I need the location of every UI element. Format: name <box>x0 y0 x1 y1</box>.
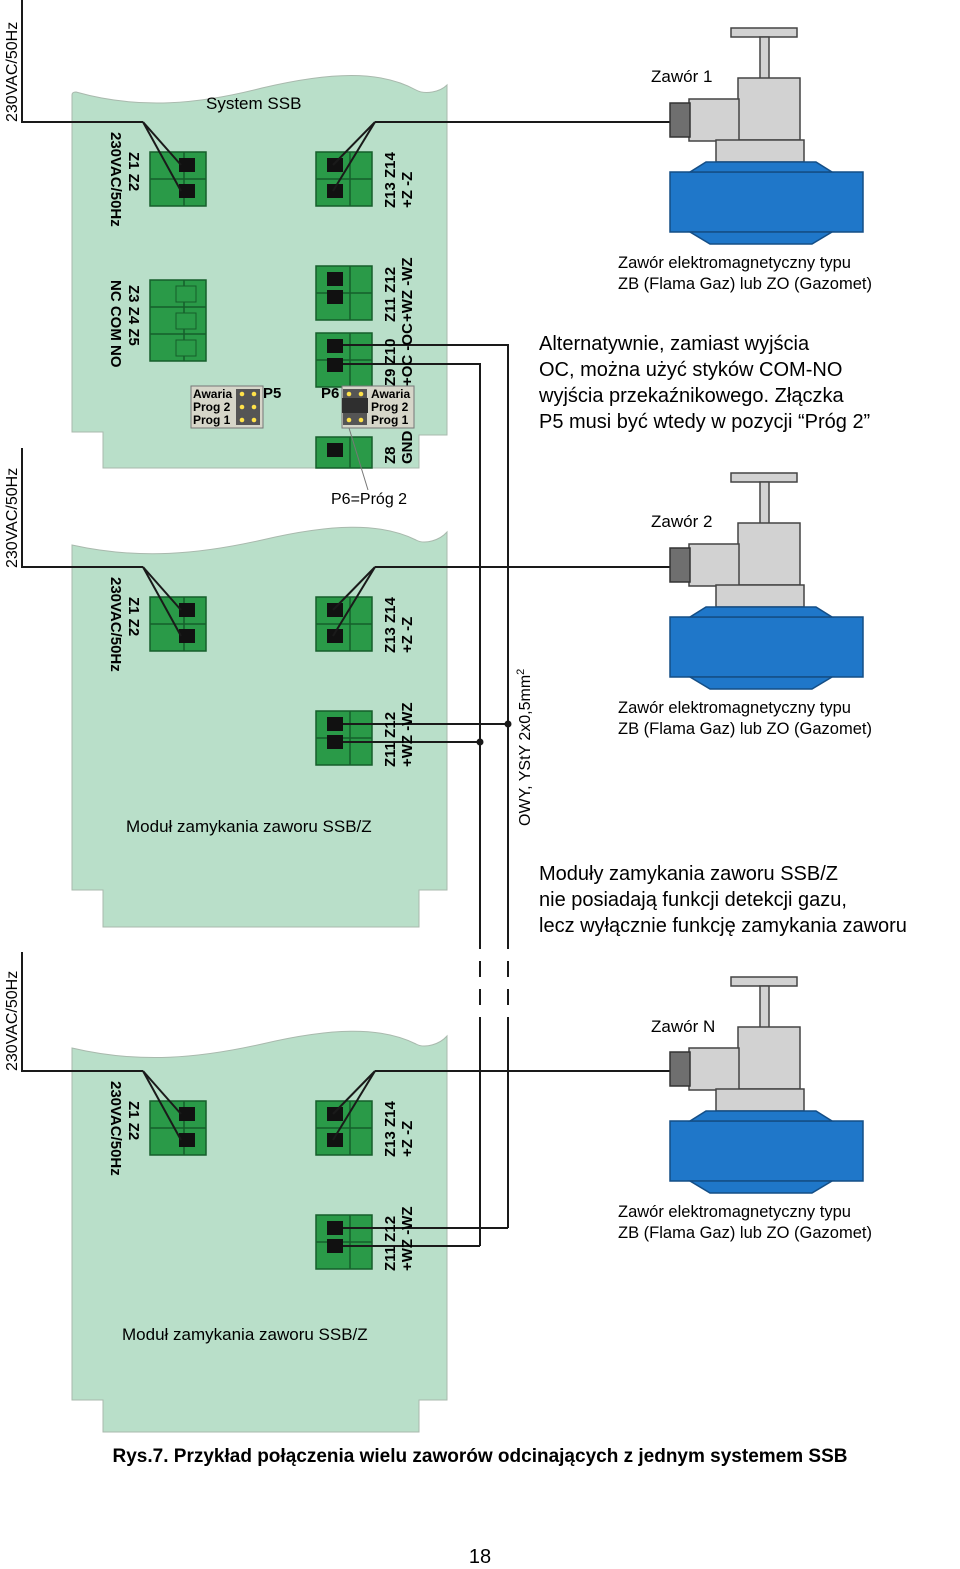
supply-label-1: 230VAC/50Hz <box>4 22 21 122</box>
valve-1 <box>669 27 864 245</box>
main-z13z14-terminal <box>315 151 373 207</box>
module1-title: Moduł zamykania zaworu SSB/Z <box>126 817 372 836</box>
valve-2-name: Zawór 2 <box>651 512 712 531</box>
main-z8-sub: GND <box>399 431 416 465</box>
cable-label: OWY, YStY 2x0,5mm2 <box>515 669 534 826</box>
alt-note-1: Alternatywnie, zamiast wyjścia <box>539 333 810 355</box>
module-note-3: lecz wyłącznie funkcję zamykania zaworu <box>539 915 907 937</box>
main-z8-terminal <box>315 436 373 469</box>
module2-z13z14-sub: +Z -Z <box>399 1121 416 1157</box>
valve-n-type-2: ZB (Flama Gaz) lub ZO (Gazomet) <box>618 1224 872 1242</box>
module2-z11z12-terminal <box>315 1214 373 1270</box>
main-z9z10-sub: +OC -OC <box>399 323 416 386</box>
module2-z1z2-label: Z1 Z2 <box>125 1101 142 1140</box>
module2-z13z14-label: Z13 Z14 <box>382 1100 399 1157</box>
module1-z11z12-sub: +WZ -WZ <box>399 702 416 767</box>
module1-z13z14-label: Z13 Z14 <box>382 596 399 653</box>
main-z1z2-sub: 230VAC/50Hz <box>107 132 124 227</box>
p6-jumper <box>341 385 415 429</box>
main-z11z12-label: Z11 Z12 <box>382 267 399 322</box>
p6-label: P6 <box>321 385 339 402</box>
p5-row-awaria: Awaria <box>193 387 232 401</box>
valve-1-name: Zawór 1 <box>651 67 712 86</box>
valve-n-type-1: Zawór elektromagnetyczny typu <box>618 1203 851 1221</box>
p6-row-awaria: Awaria <box>371 387 410 401</box>
p5-row-prog1: Prog 1 <box>193 413 231 427</box>
valve-2 <box>669 472 864 690</box>
valve-2-type-2: ZB (Flama Gaz) lub ZO (Gazomet) <box>618 720 872 738</box>
module2-z11z12-sub: +WZ -WZ <box>399 1206 416 1271</box>
p6-note: P6=Próg 2 <box>331 491 407 508</box>
alt-note-4: P5 musi być wtedy w pozycji “Próg 2” <box>539 411 870 433</box>
module1-z11z12-terminal <box>315 710 373 766</box>
page-number: 18 <box>468 1546 492 1568</box>
main-z3z5-terminal <box>149 279 207 362</box>
module1-z13z14-terminal <box>315 596 373 652</box>
module2-z1z2-sub: 230VAC/50Hz <box>107 1081 124 1176</box>
module-note-1: Moduły zamykania zaworu SSB/Z <box>539 863 838 885</box>
module2-z1z2-terminal <box>149 1100 207 1156</box>
module1-z11z12-label: Z11 Z12 <box>382 712 399 767</box>
p5-label: P5 <box>263 385 281 402</box>
main-z1z2-terminal <box>149 151 207 207</box>
main-z1z2-label: Z1 Z2 <box>125 152 142 191</box>
main-z9z10-terminal <box>315 332 373 388</box>
main-z3z5-label: Z3 Z4 Z5 <box>125 285 142 346</box>
p5-row-prog2: Prog 2 <box>193 400 231 414</box>
supply-label-2: 230VAC/50Hz <box>4 468 21 568</box>
module1-z1z2-terminal <box>149 596 207 652</box>
alt-note-3: wyjścia przekaźnikowego. Złączka <box>538 385 844 407</box>
main-z13z14-sub: +Z -Z <box>399 172 416 208</box>
supply-label-3: 230VAC/50Hz <box>4 971 21 1071</box>
valve-2-type-1: Zawór elektromagnetyczny typu <box>618 699 851 717</box>
figure-caption: Rys.7. Przykład połączenia wielu zaworów… <box>112 1446 848 1467</box>
module2-title: Moduł zamykania zaworu SSB/Z <box>122 1325 368 1344</box>
module-note-2: nie posiadają funkcji detekcji gazu, <box>539 889 847 911</box>
valve-n <box>669 976 864 1194</box>
main-z3z5-sub: NC COM NO <box>107 280 124 368</box>
module2-z13z14-terminal <box>315 1100 373 1156</box>
main-z9z10-label: Z9 Z10 <box>382 338 399 386</box>
main-z8-label: Z8 <box>382 446 399 464</box>
alt-note-2: OC, można użyć styków COM-NO <box>539 359 842 381</box>
valve-n-name: Zawór N <box>651 1017 715 1036</box>
main-z13z14-label: Z13 Z14 <box>382 151 399 208</box>
valve-1-type-2: ZB (Flama Gaz) lub ZO (Gazomet) <box>618 275 872 293</box>
p5-jumper <box>190 385 264 429</box>
module1-z13z14-sub: +Z -Z <box>399 617 416 653</box>
p6-row-prog1: Prog 1 <box>371 413 409 427</box>
p6-row-prog2: Prog 2 <box>371 400 409 414</box>
module2-z11z12-label: Z11 Z12 <box>382 1216 399 1271</box>
valve-1-type-1: Zawór elektromagnetyczny typu <box>618 254 851 272</box>
main-z11z12-terminal <box>315 265 373 321</box>
module1-z1z2-label: Z1 Z2 <box>125 597 142 636</box>
main-panel-title: System SSB <box>206 94 301 113</box>
main-z11z12-sub: +WZ -WZ <box>399 257 416 322</box>
module1-z1z2-sub: 230VAC/50Hz <box>107 577 124 672</box>
